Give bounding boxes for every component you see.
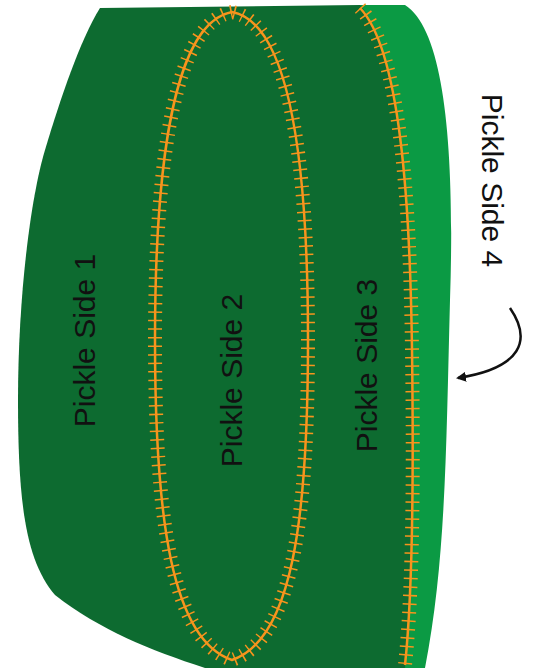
side-label: Pickle Side 3 [351, 278, 384, 451]
pickle-side-lens: Pickle Side 2 [155, 12, 308, 660]
side-label: Pickle Side 1 [69, 253, 102, 426]
pickle-side-region: Pickle Side 1 Pickle Side 2 Pickle Side 3 [18, 5, 450, 668]
lens-stitch [155, 12, 308, 660]
pickle-side-band: Pickle Side 3 [312, 8, 412, 665]
lens-stitch-ticks [155, 12, 308, 660]
pickle-body [18, 5, 413, 668]
side-label: Pickle Side 4 [477, 93, 510, 266]
side-label: Pickle Side 2 [216, 293, 249, 466]
pointer-arrow [458, 308, 521, 378]
